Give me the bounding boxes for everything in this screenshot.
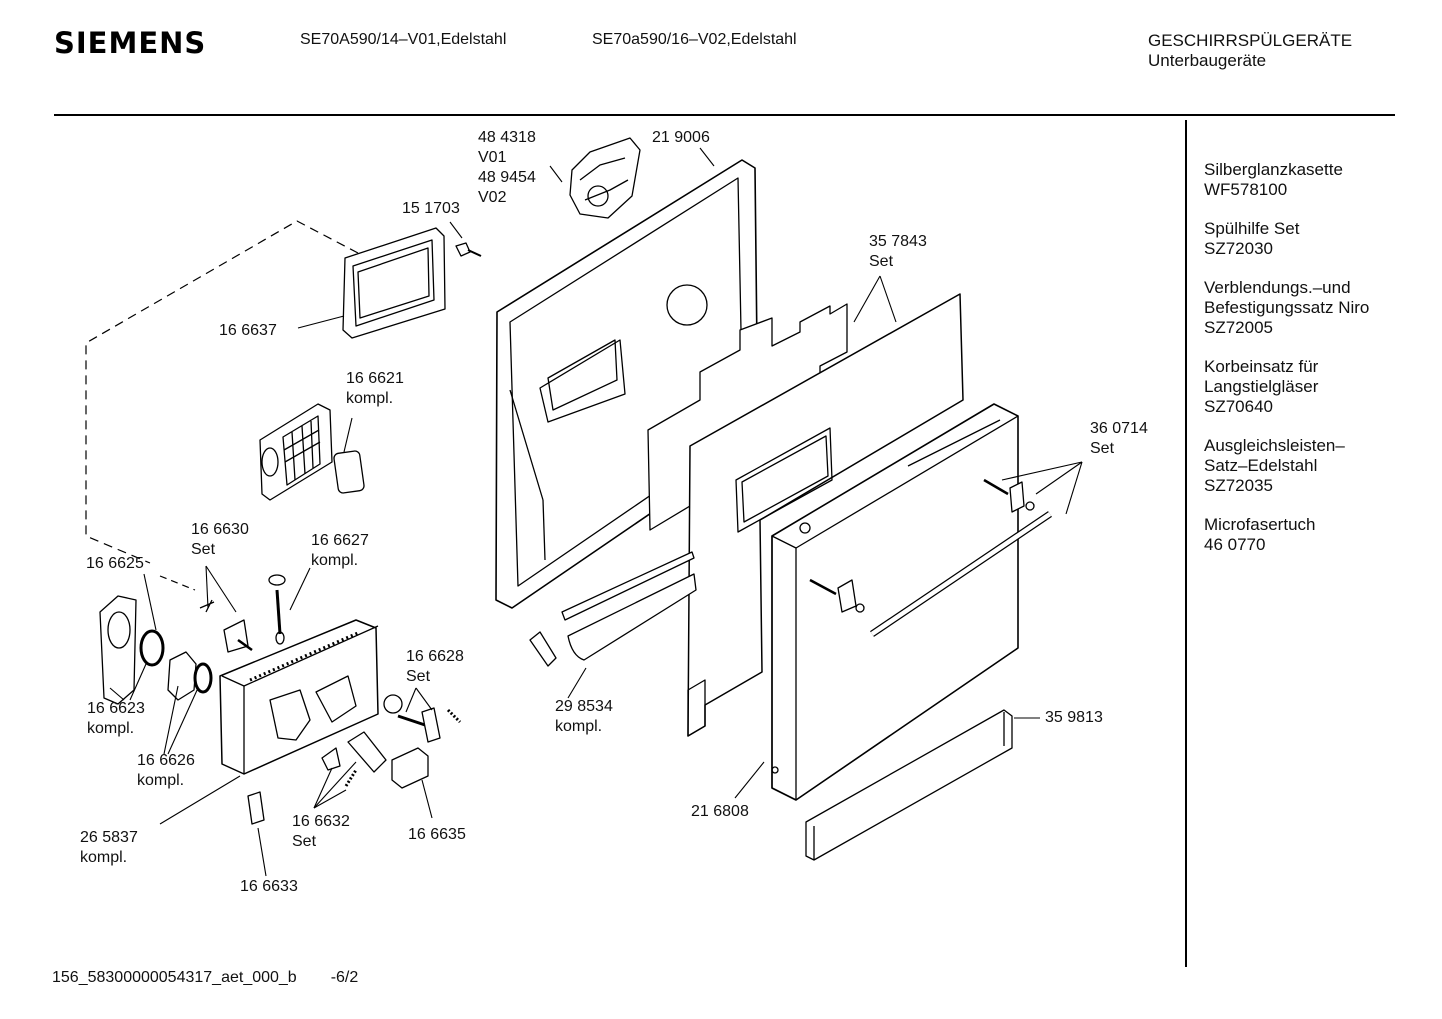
gasket-frame-drawing: [342, 227, 446, 339]
dispenser-module-drawing: [259, 403, 365, 501]
part-label-35-9813: 35 9813: [1045, 709, 1103, 726]
rod-drawing: [268, 574, 286, 645]
bottom-rail-drawing: [529, 551, 697, 667]
appliance-category: GESCHIRRSPÜLGERÄTE Unterbaugeräte: [1148, 31, 1352, 71]
brand-logo: SIEMENS: [54, 26, 207, 60]
document-code: 156_58300000054317_aet_000_b: [52, 969, 297, 986]
part-label-21-9006: 21 9006: [652, 129, 710, 146]
lever-spring-drawing: [199, 599, 253, 653]
category-subtitle: Unterbaugeräte: [1148, 51, 1267, 70]
latch-housing-drawing: [219, 619, 379, 775]
part-label-16-6625: 16 6625: [86, 555, 144, 572]
page-number: -6/2: [330, 969, 359, 986]
front-cover-panel-drawing: [771, 403, 1052, 801]
category-title: GESCHIRRSPÜLGERÄTE: [1148, 31, 1353, 50]
assembly-dashed-line: [85, 220, 359, 564]
micro-switch-drawing: [391, 747, 429, 789]
footer: 156_58300000054317_aet_000_b -6/2: [52, 969, 358, 987]
kick-plate-drawing: [805, 709, 1013, 861]
assembly-dashed-line-2: [159, 575, 196, 591]
lock-parts-drawing: [383, 694, 462, 743]
model-number-2: SE70a590/16–V02,Edelstahl: [592, 31, 797, 48]
model-number-1: SE70A590/14–V01,Edelstahl: [300, 31, 507, 48]
circulation-pump-drawing: [569, 137, 641, 219]
header-divider: [54, 114, 1395, 116]
front-grip-drawing: [99, 595, 213, 705]
part-label-15-1703: 15 1703: [402, 200, 460, 217]
clip-drawing: [247, 791, 265, 825]
spring-set-drawing: [321, 731, 387, 787]
part-label-16-6637: 16 6637: [219, 322, 277, 339]
mounting-panel-drawing: [647, 293, 964, 737]
leader-lines: [109, 147, 1083, 877]
screw-drawing: [455, 242, 482, 257]
part-label-21-6808: 21 6808: [691, 803, 749, 820]
part-label-16-6633: 16 6633: [240, 878, 298, 895]
sidebar-divider: [1185, 120, 1187, 967]
part-label-16-6635: 16 6635: [408, 826, 466, 843]
